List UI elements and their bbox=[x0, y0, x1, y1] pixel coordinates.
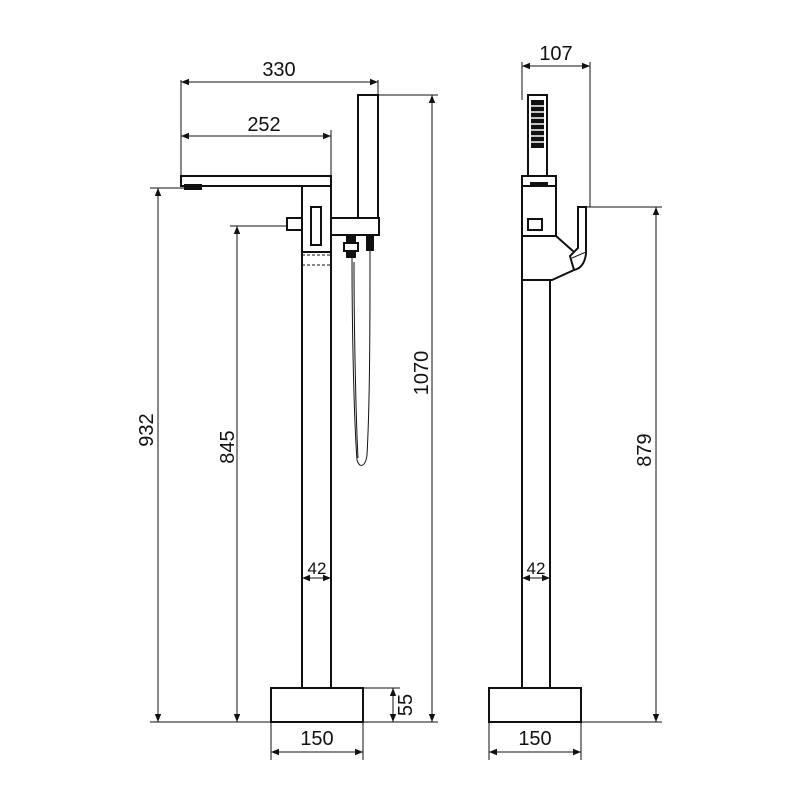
front-pipe bbox=[301, 251, 332, 689]
dim-side-handle-height: 879 bbox=[634, 433, 656, 466]
side-view: 107 879 42 150 bbox=[488, 43, 662, 760]
side-pipe bbox=[521, 279, 551, 689]
dim-spout-height: 932 bbox=[136, 413, 158, 446]
dim-handle-height: 845 bbox=[217, 430, 239, 463]
front-spout bbox=[180, 175, 332, 187]
dim-side-pipe-diameter: 42 bbox=[527, 559, 546, 578]
front-side-knob bbox=[286, 217, 303, 231]
dim-total-height: 1070 bbox=[411, 351, 433, 396]
side-body-window bbox=[527, 218, 543, 231]
dim-side-depth: 107 bbox=[539, 43, 572, 65]
dim-spout-projection: 330 bbox=[262, 59, 295, 81]
front-lever-handle bbox=[310, 206, 322, 246]
front-hose-connectors bbox=[343, 235, 374, 258]
front-spout-outlet bbox=[184, 184, 202, 190]
front-hand-shower bbox=[357, 94, 379, 219]
side-base-plate bbox=[488, 687, 582, 723]
side-shower-face bbox=[531, 100, 544, 148]
front-shower-holder bbox=[330, 217, 380, 236]
dim-side-base-width: 150 bbox=[518, 728, 551, 750]
dim-spout-reach: 252 bbox=[247, 114, 280, 136]
dim-pipe-diameter: 42 bbox=[308, 559, 327, 578]
front-view: 330 252 932 845 1070 42 55 150 bbox=[136, 59, 438, 760]
dim-base-width-front: 150 bbox=[300, 728, 333, 750]
side-lever-handle bbox=[568, 206, 587, 272]
dim-base-height: 55 bbox=[395, 694, 417, 716]
front-hose bbox=[351, 250, 371, 466]
front-base-plate bbox=[270, 687, 364, 723]
